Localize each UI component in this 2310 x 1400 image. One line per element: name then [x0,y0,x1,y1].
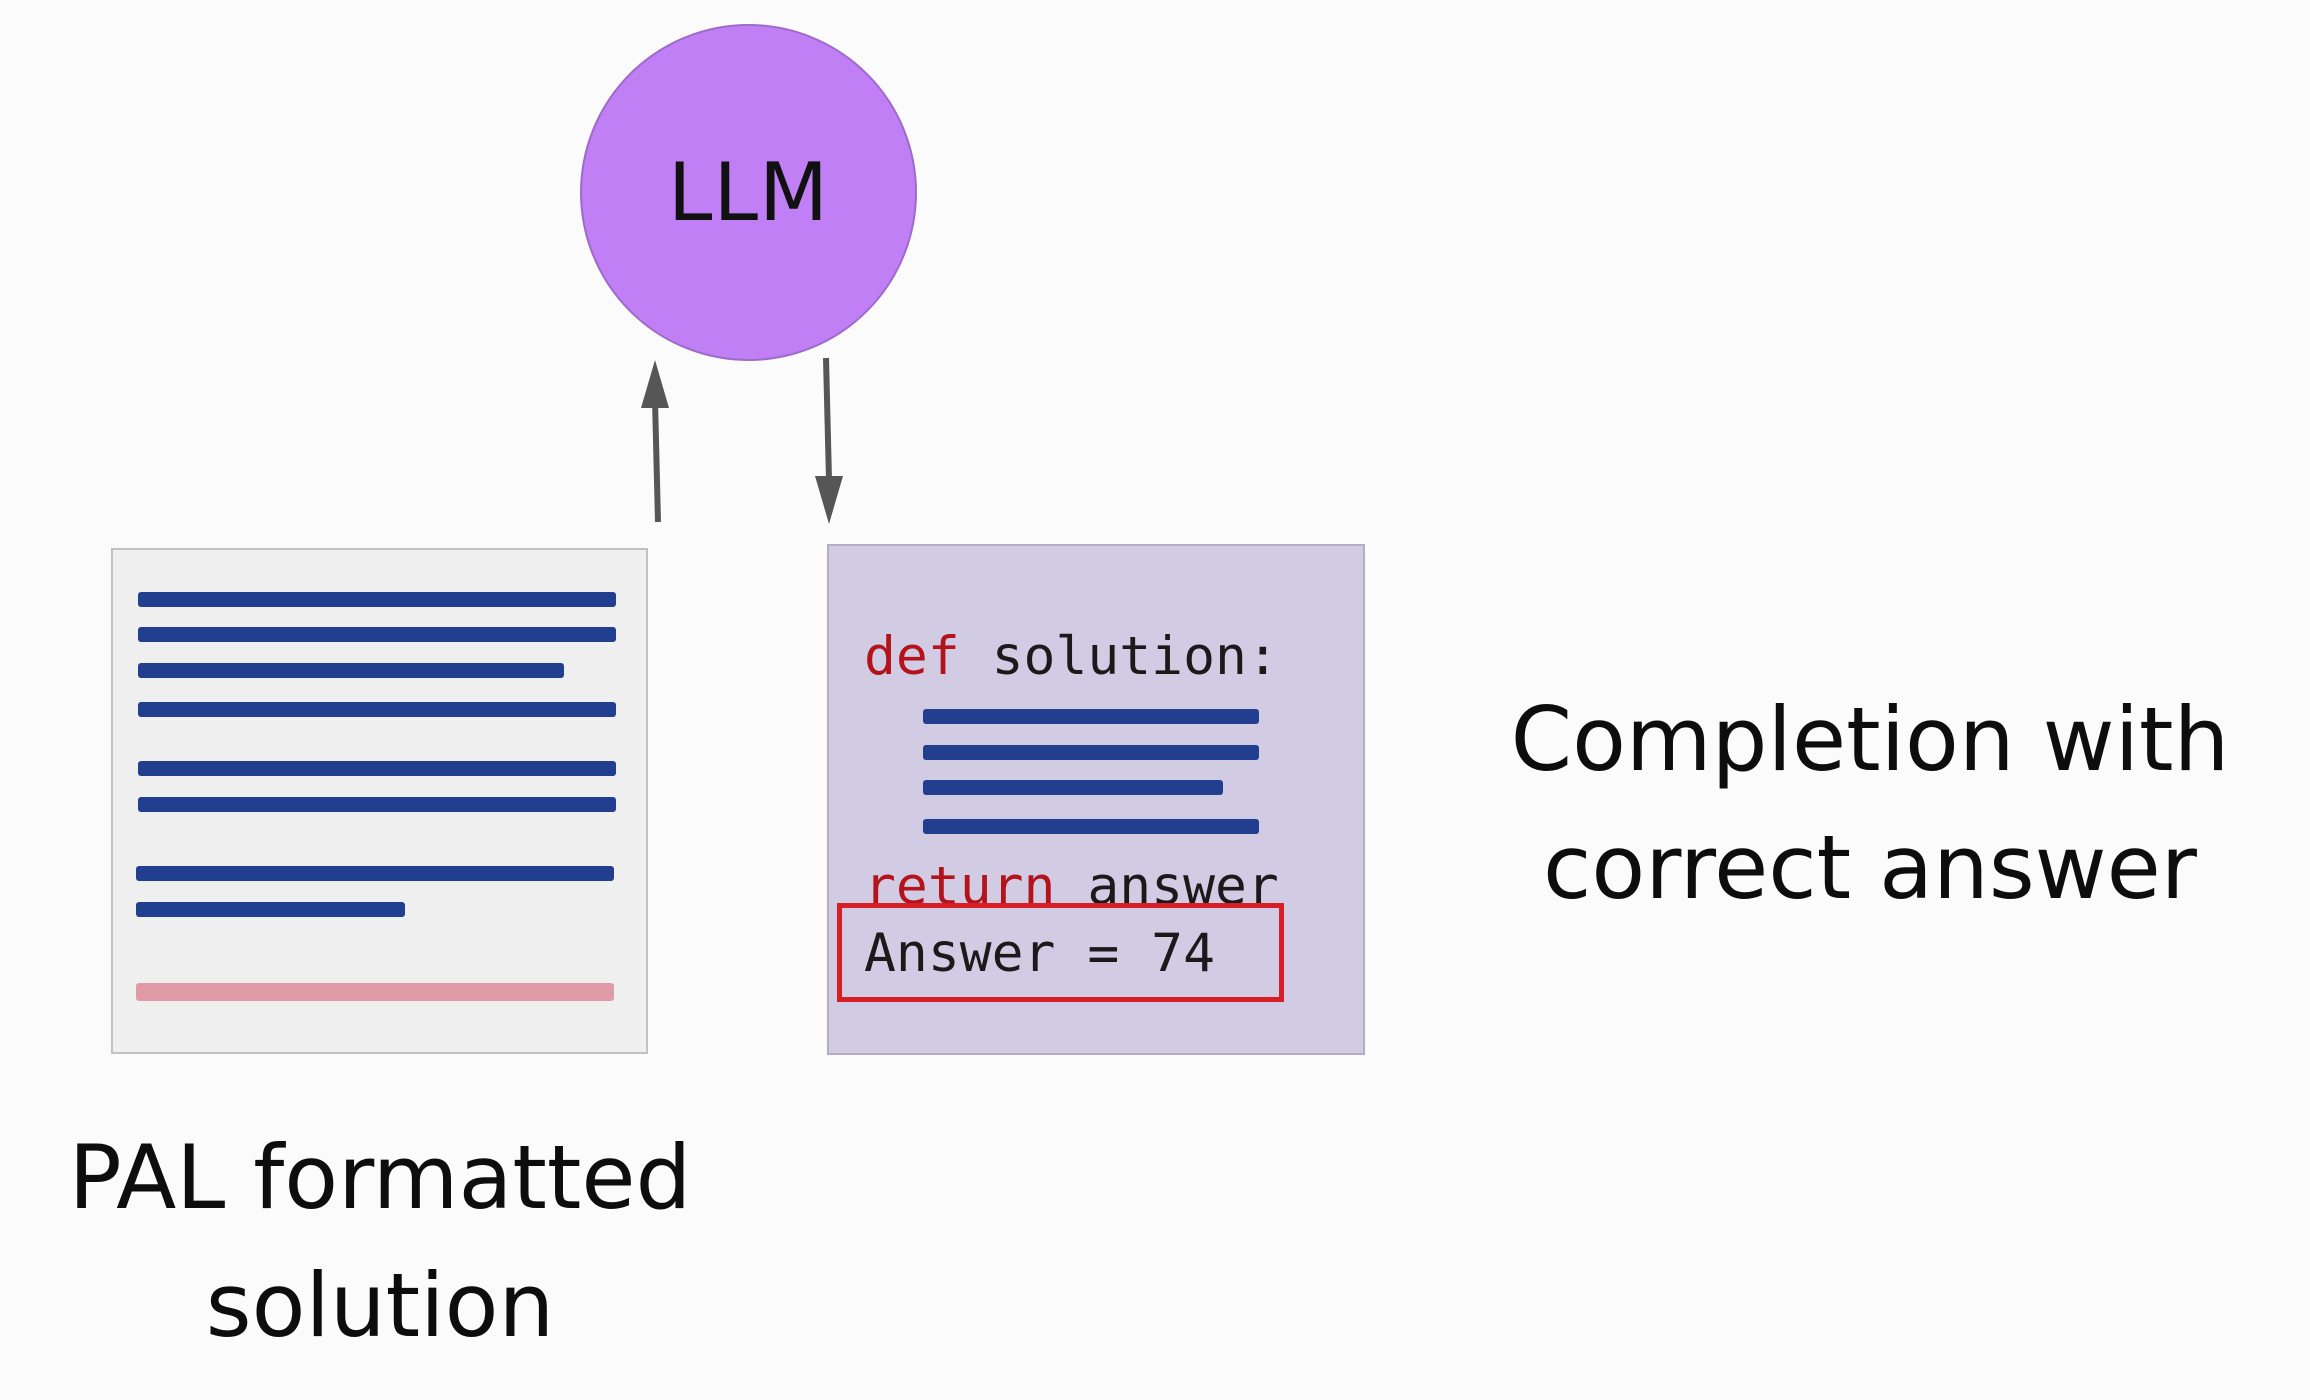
caption-line: PAL formatted [68,1126,692,1229]
text-line [136,902,405,917]
text-line [138,627,616,642]
arrow-down-from-llm [815,357,843,524]
code-line [923,819,1259,834]
arrow-up-to-llm [641,360,669,523]
text-line [138,702,616,717]
def-keyword: def [864,626,960,687]
answer-highlight-box [837,903,1284,1002]
text-line [138,663,564,678]
pal-formatted-caption: PAL formatted solution [20,1114,740,1370]
highlight-line [136,983,614,1001]
text-line [138,592,616,607]
caption-line: solution [205,1254,555,1357]
code-line [923,709,1259,724]
llm-node: LLM [580,24,917,361]
answer-line: Answer = 74 [864,923,1215,984]
def-signature: solution: [959,626,1279,687]
text-line [138,797,616,812]
completion-caption: Completion with correct answer [1450,676,2290,932]
pal-formatted-document [111,548,648,1054]
caption-line: correct answer [1543,816,2197,919]
llm-label: LLM [667,146,830,239]
code-line [923,780,1223,795]
code-line [923,745,1259,760]
def-line: def solution: [864,630,1279,683]
text-line [136,866,614,881]
code-completion-block: def solution: return answer Answer = 74 [827,544,1365,1055]
caption-line: Completion with [1510,688,2230,791]
text-line [138,761,616,776]
